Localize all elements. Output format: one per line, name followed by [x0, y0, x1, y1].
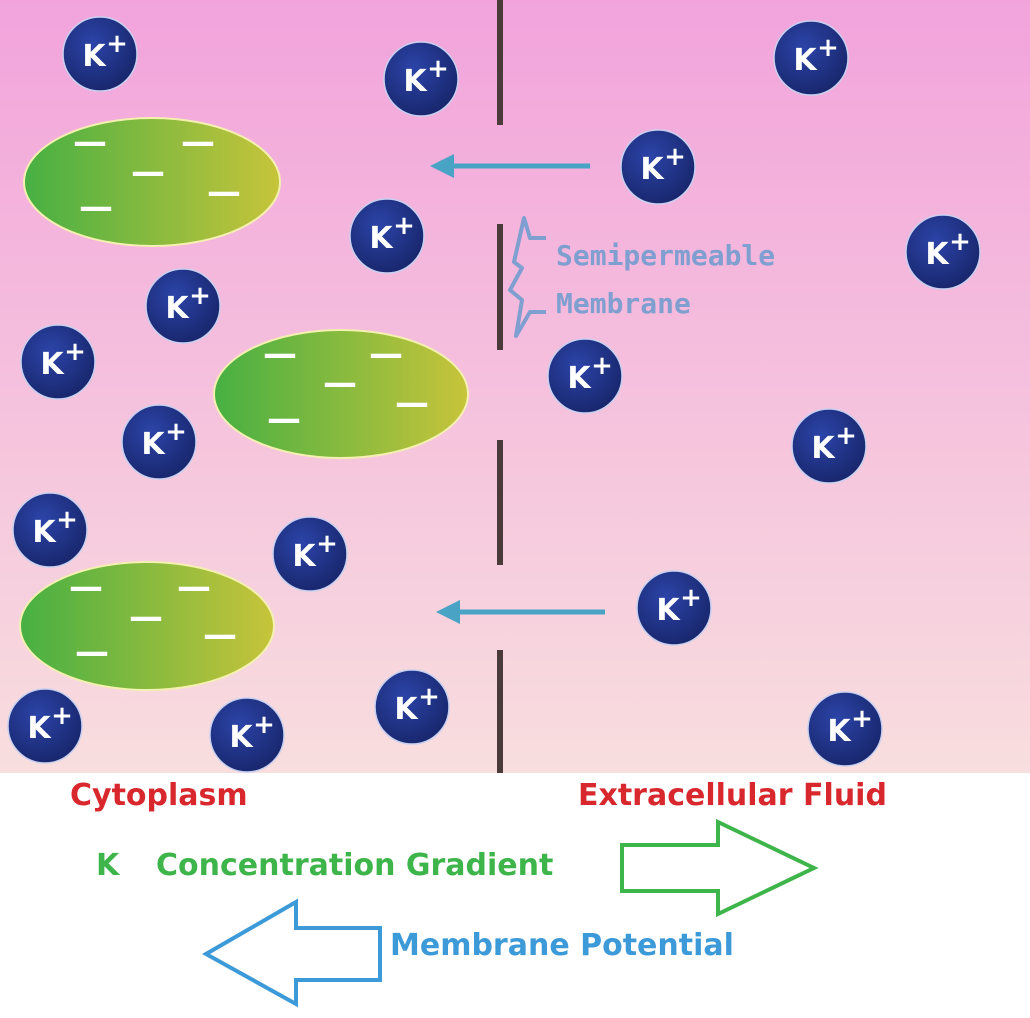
protein-blob	[23, 117, 281, 247]
ion-charge: +	[591, 351, 613, 381]
ion-charge: +	[106, 29, 128, 59]
ion-charge: +	[835, 421, 857, 451]
negative-protein-icon: — — — — —	[213, 329, 469, 459]
ion-symbol: K	[32, 515, 57, 550]
ion-charge: +	[316, 529, 338, 559]
semipermeable-label-line1: Semipermeable	[556, 239, 776, 272]
k-plus-ion-icon: K+	[209, 697, 285, 773]
k-plus-ion-icon: K+	[383, 41, 459, 117]
flux-arrows	[430, 154, 605, 624]
ion-symbol: K	[292, 539, 317, 574]
ion-symbol: K	[656, 593, 681, 628]
ion-symbol: K	[27, 711, 52, 746]
ion-symbol: K	[640, 152, 665, 187]
ion-symbol: K	[827, 714, 852, 749]
membrane-potential-label: Membrane Potential	[390, 928, 734, 963]
ion-symbol: K	[141, 427, 166, 462]
ion-symbol: K	[403, 64, 428, 99]
negative-charge-marker: —	[131, 152, 165, 192]
negative-charge-marker: —	[207, 172, 241, 212]
arrow-left-icon	[430, 154, 590, 178]
extracellular-fluid-label: Extracellular Fluid	[578, 778, 887, 813]
ion-symbol: K	[793, 43, 818, 78]
ion-symbol: K	[394, 692, 419, 727]
k-plus-ion-icon: K+	[12, 492, 88, 568]
k-plus-ion-icon: K+	[547, 338, 623, 414]
k-plus-ion-icon: K+	[7, 688, 83, 764]
semipermeable-membrane-label: Semipermeable Membrane	[556, 232, 775, 328]
ion-symbol: K	[925, 237, 950, 272]
ion-charge: +	[393, 211, 415, 241]
k-plus-ion-icon: K+	[121, 404, 197, 480]
negative-charge-marker: —	[177, 567, 211, 607]
ion-charge: +	[189, 281, 211, 311]
ion-symbol: K	[811, 431, 836, 466]
protein-blob	[19, 561, 275, 691]
k-plus-ion-icon: K+	[374, 669, 450, 745]
negative-charge-marker: —	[369, 334, 403, 374]
ion-symbol: K	[567, 361, 592, 396]
anion-blobs: — — — — — — — — — — — — — — —	[19, 117, 469, 691]
k-plus-ion-icon: K+	[272, 516, 348, 592]
concentration-gradient-label: Concentration Gradient	[156, 848, 554, 883]
k-plus-ion-icon: K+	[905, 214, 981, 290]
ion-symbol: K	[369, 221, 394, 256]
ion-symbol: K	[229, 720, 254, 755]
negative-charge-marker: —	[181, 122, 215, 162]
negative-charge-marker: —	[323, 363, 357, 403]
negative-charge-marker: —	[69, 567, 103, 607]
negative-charge-marker: —	[267, 399, 301, 439]
ion-symbol: K	[82, 39, 107, 74]
ion-charge: +	[253, 710, 275, 740]
ion-charge: +	[165, 417, 187, 447]
protein-blob	[213, 329, 469, 459]
k-plus-ion-icon: K+	[807, 691, 883, 767]
ion-charge: +	[56, 505, 78, 535]
k-plus-ion-icon: K+	[20, 324, 96, 400]
negative-charge-marker: —	[395, 383, 429, 423]
k-ions: K+K+K+K+K+K+K+K+K+K+K+K+K+K+K+K+K+K+	[7, 16, 981, 773]
negative-charge-marker: —	[73, 122, 107, 162]
cytoplasm-label: Cytoplasm	[70, 778, 248, 813]
k-plus-ion-icon: K+	[145, 268, 221, 344]
hollow-arrow-left-icon	[201, 898, 382, 1008]
arrow-left-icon	[436, 600, 605, 624]
ion-charge: +	[64, 337, 86, 367]
negative-protein-icon: — — — — —	[19, 561, 275, 691]
semipermeable-label-line2: Membrane	[556, 287, 691, 320]
k-label: K	[96, 848, 120, 883]
negative-protein-icon: — — — — —	[23, 117, 281, 247]
negative-charge-marker: —	[79, 187, 113, 227]
ion-charge: +	[817, 33, 839, 63]
negative-charge-marker: —	[263, 334, 297, 374]
negative-charge-marker: —	[129, 597, 163, 637]
k-plus-ion-icon: K+	[791, 408, 867, 484]
k-plus-ion-icon: K+	[349, 198, 425, 274]
bracket-icon	[508, 216, 546, 338]
ion-charge: +	[680, 583, 702, 613]
ion-charge: +	[418, 682, 440, 712]
negative-charge-marker: —	[203, 615, 237, 655]
ion-symbol: K	[40, 347, 65, 382]
k-plus-ion-icon: K+	[636, 570, 712, 646]
ion-charge: +	[851, 704, 873, 734]
k-plus-ion-icon: K+	[62, 16, 138, 92]
negative-charge-marker: —	[75, 632, 109, 672]
k-plus-ion-icon: K+	[620, 129, 696, 205]
ion-charge: +	[51, 701, 73, 731]
ion-charge: +	[664, 142, 686, 172]
k-plus-ion-icon: K+	[773, 20, 849, 96]
ion-symbol: K	[165, 291, 190, 326]
hollow-arrow-right-icon	[620, 818, 819, 918]
ion-charge: +	[949, 227, 971, 257]
ion-charge: +	[427, 54, 449, 84]
